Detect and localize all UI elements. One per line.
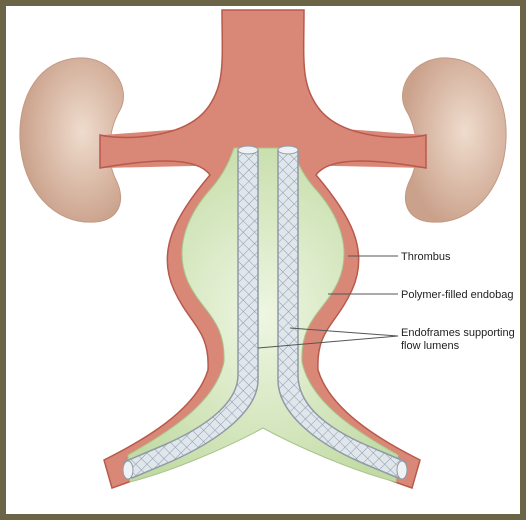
thrombus-label: Thrombus bbox=[401, 251, 451, 263]
left-stent-end-cap bbox=[123, 461, 133, 479]
endoframes-label-line1: Endoframes supporting bbox=[401, 327, 515, 339]
endoframes-label-line2: flow lumens bbox=[401, 340, 460, 352]
left-stent-top-cap bbox=[238, 146, 258, 154]
right-stent-top-cap bbox=[278, 146, 298, 154]
endobag-label: Polymer-filled endobag bbox=[401, 289, 514, 301]
right-stent-end-cap bbox=[397, 461, 407, 479]
